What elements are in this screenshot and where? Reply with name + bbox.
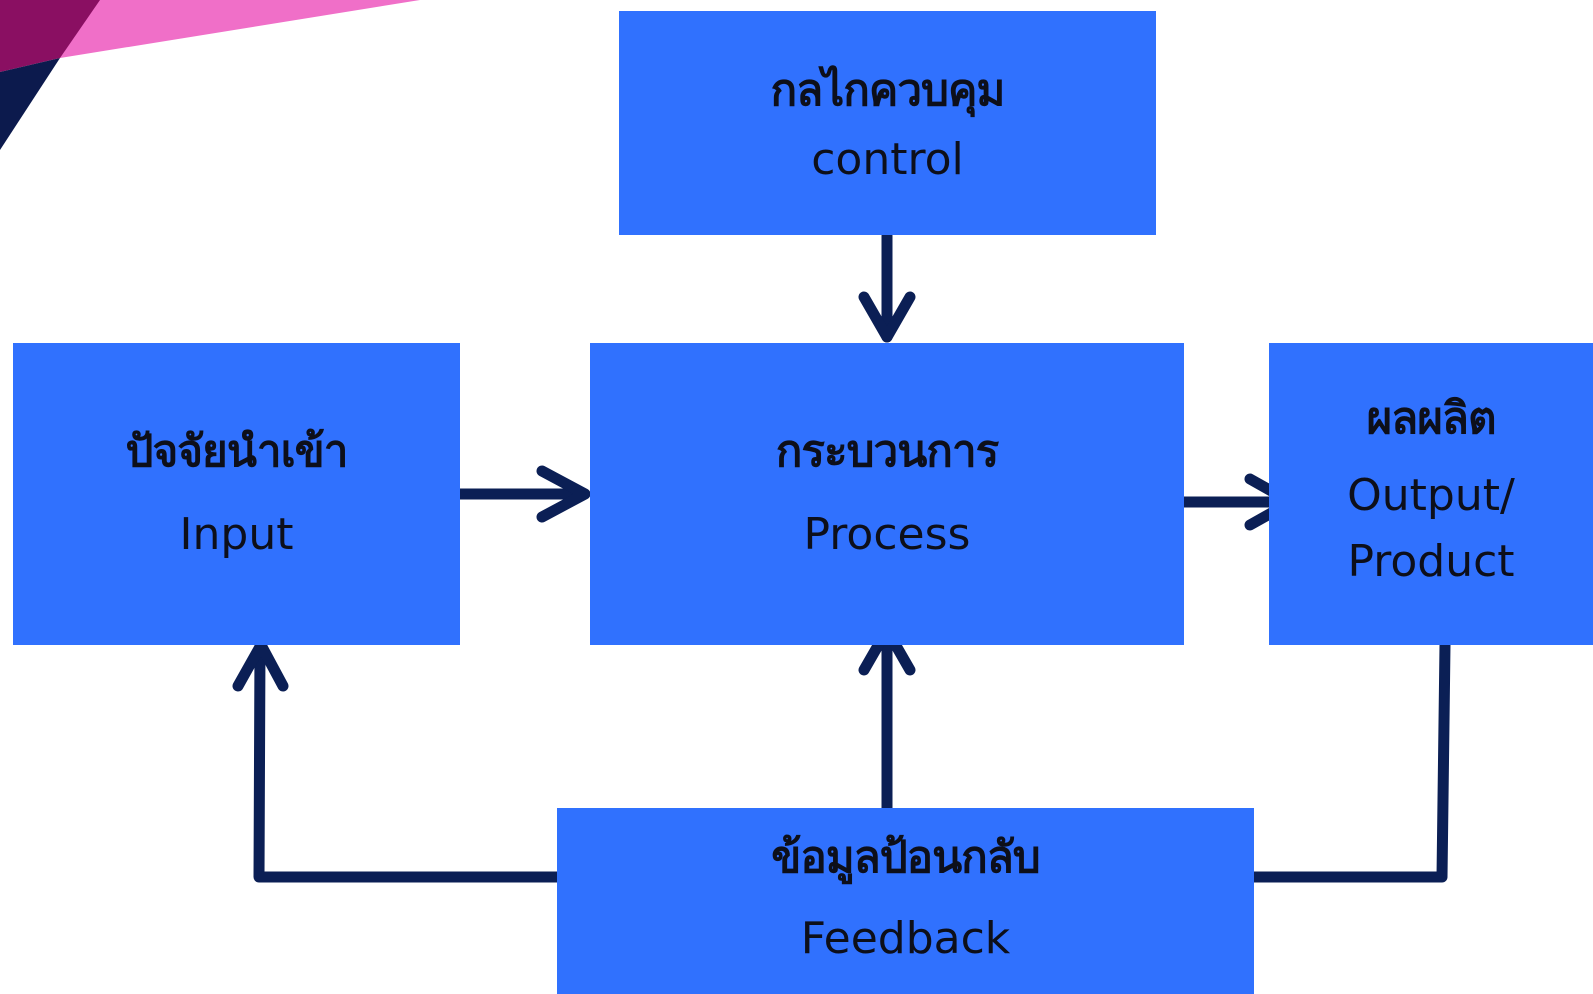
feedback-thai-label: ข้อมูลป้อนกลับ	[771, 832, 1040, 884]
input-thai-label: ปัจจัยนำเข้า	[125, 426, 349, 478]
process-box: กระบวนการ Process	[590, 343, 1184, 645]
input-box: ปัจจัยนำเข้า Input	[13, 343, 460, 645]
control-english-label: control	[811, 133, 964, 185]
output-thai-label: ผลผลิต	[1366, 392, 1496, 444]
output-box: ผลผลิต Output/ Product	[1269, 343, 1593, 645]
decor-navy-stripe	[0, 58, 60, 150]
corner-decoration	[0, 0, 420, 150]
process-english-label: Process	[803, 508, 971, 560]
arrowhead-control-to-process	[858, 291, 916, 343]
feedback-box: ข้อมูลป้อนกลับ Feedback	[557, 808, 1254, 994]
control-thai-label: กลไกควบคุม	[770, 65, 1006, 117]
arrowhead-input-to-process	[536, 465, 591, 523]
input-english-label: Input	[179, 508, 294, 560]
process-thai-label: กระบวนการ	[775, 426, 1000, 478]
arrow-feedback-to-input	[253, 639, 563, 883]
arrowhead-feedback-to-input	[232, 639, 289, 692]
output-english-label-line2: Product	[1347, 536, 1515, 588]
control-box: กลไกควบคุม control	[619, 11, 1156, 235]
feedback-english-label: Feedback	[800, 912, 1011, 964]
decor-pink-stripe	[60, 0, 420, 58]
line-output-to-feedback	[1248, 639, 1451, 883]
output-english-label-line1: Output/	[1347, 470, 1515, 522]
decor-magenta-stripe	[0, 0, 100, 72]
